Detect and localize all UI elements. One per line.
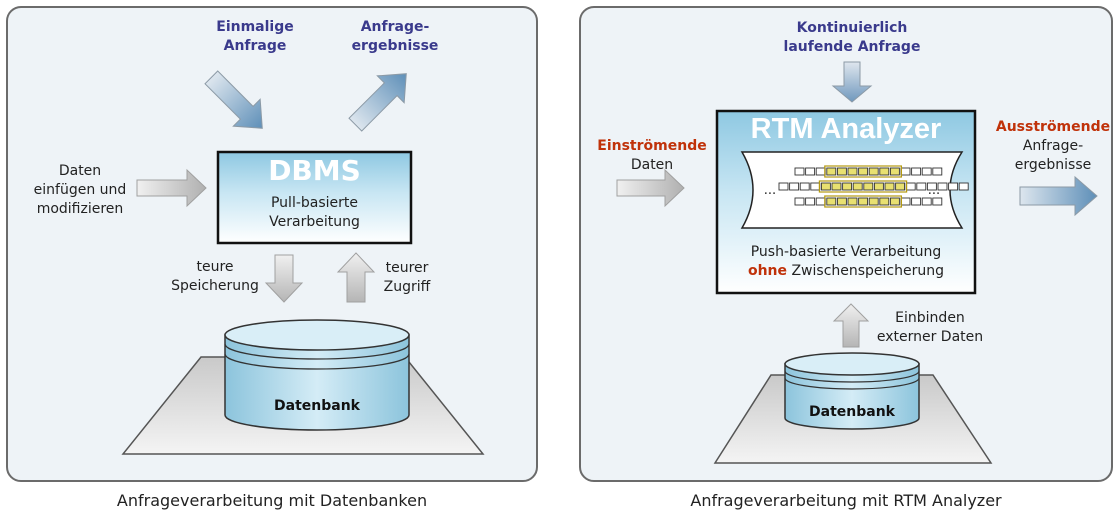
stream-cell [805, 167, 816, 176]
stream-cell [815, 167, 826, 176]
stream-window [824, 165, 902, 178]
incoming-rest: Daten [630, 157, 674, 173]
stream-cell [916, 182, 927, 191]
dbms-box [216, 150, 413, 245]
stream-cell [911, 167, 922, 176]
without-bold: ohne [747, 263, 788, 279]
stream-cell [911, 197, 922, 206]
stream-cell [778, 182, 789, 191]
stream-cell [921, 197, 932, 206]
database-cylinder [224, 319, 410, 431]
query-results-arrow [348, 73, 407, 132]
stream-cell [932, 197, 943, 206]
stream-cell [836, 197, 847, 206]
insert-modify-label: Daten einfügen und modifizieren [33, 163, 127, 217]
stream-cell [926, 182, 937, 191]
stream-cell [810, 182, 821, 191]
continuous-query-label: Kontinuierlich laufende Anfrage [783, 20, 921, 55]
outgoing-label: Ausströmende Anfrage- ergebnisse [988, 118, 1118, 175]
stream-cell [895, 182, 906, 191]
stream-cell [948, 182, 959, 191]
stream-cell [889, 197, 900, 206]
stream-cell [826, 197, 837, 206]
push-processing-label: Push-basierte Verarbeitung ohne Zwischen… [717, 243, 975, 281]
dbms-subtitle: Pull-basierte Verarbeitung [269, 195, 360, 230]
left-caption: Anfrageverarbeitung mit Datenbanken [116, 491, 428, 510]
dbms-title: DBMS [268, 154, 361, 187]
query-results-label: Anfrage- ergebnisse [351, 19, 439, 54]
stream-cell [794, 197, 805, 206]
right-caption: Anfrageverarbeitung mit RTM Analyzer [690, 491, 1002, 510]
stream-cell [900, 197, 911, 206]
stream-cell [868, 197, 879, 206]
stream-cell [794, 167, 805, 176]
stream-cell [884, 182, 895, 191]
stream-cells [778, 165, 969, 208]
stream-cell [831, 182, 842, 191]
database-cylinder-right [784, 352, 920, 430]
external-data-label: Einbinden externer Daten [876, 310, 984, 345]
without-rest: Zwischenspeicherung [787, 263, 945, 279]
stream-cell [863, 182, 874, 191]
expensive-storage-label: teure Speicherung [171, 259, 259, 294]
access-arrow [336, 252, 376, 303]
stream-cell [820, 182, 831, 191]
external-data-arrow [832, 303, 870, 348]
single-query-label: Einmalige Anfrage [216, 19, 294, 54]
continuous-query-arrow [831, 61, 873, 103]
stream-cell [889, 167, 900, 176]
stream-cell [799, 182, 810, 191]
stream-cell [932, 167, 943, 176]
stream-cell [858, 197, 869, 206]
stream-cell [879, 197, 890, 206]
storage-arrow [264, 254, 304, 303]
stream-cell [868, 167, 879, 176]
stream-cell [826, 167, 837, 176]
stream-cell [873, 182, 884, 191]
stream-cell [842, 182, 853, 191]
stream-cell [836, 167, 847, 176]
stream-cell [900, 167, 911, 176]
stream-cell [858, 167, 869, 176]
insert-arrow [136, 168, 207, 208]
stream-cell [921, 167, 932, 176]
outgoing-rest: Anfrage- ergebnisse [1014, 138, 1092, 173]
outgoing-arrow [1019, 175, 1098, 217]
stream-cell [815, 197, 826, 206]
incoming-label: Einströmende Daten [582, 137, 722, 175]
stream-window [824, 195, 902, 208]
stream-cell [805, 197, 816, 206]
stream-cell [852, 182, 863, 191]
stream-window [818, 180, 908, 193]
ellipsis-left: ... [763, 183, 777, 198]
single-query-arrow [204, 70, 263, 129]
stream-cell [937, 182, 948, 191]
incoming-arrow [616, 168, 685, 208]
push-line: Push-basierte Verarbeitung [750, 244, 942, 260]
stream-cell [958, 182, 969, 191]
stream-cell [847, 167, 858, 176]
stream-cell [879, 167, 890, 176]
database-label: Datenbank [274, 398, 360, 414]
outgoing-bold: Ausströmende [995, 119, 1111, 135]
rtm-title: RTM Analyzer [750, 113, 942, 145]
stream-cell [905, 182, 916, 191]
stream-cell [789, 182, 800, 191]
ellipsis-right: ... [927, 183, 941, 198]
incoming-bold: Einströmende [597, 138, 707, 154]
stream-cell [847, 197, 858, 206]
database-label-right: Datenbank [809, 404, 895, 420]
expensive-access-label: teurer Zugriff [383, 260, 431, 295]
